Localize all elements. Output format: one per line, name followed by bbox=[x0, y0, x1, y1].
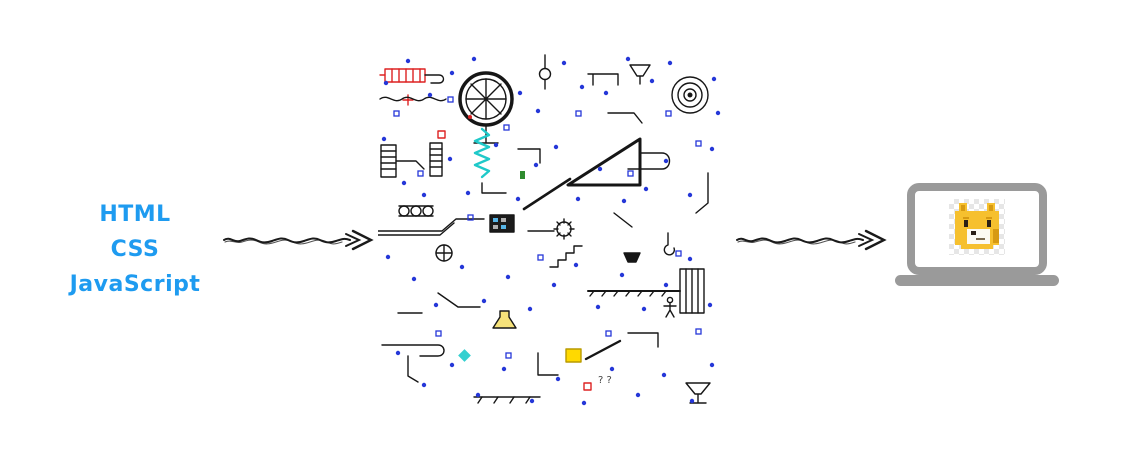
arrow-right-icon bbox=[735, 227, 887, 251]
input-label-html: HTML bbox=[99, 202, 171, 227]
blue-node-squares bbox=[393, 96, 702, 359]
transparency-checkerboard bbox=[949, 199, 1005, 255]
rube-goldberg-machine-svg: ? ? bbox=[378, 54, 721, 406]
squiggly-arrow-svg bbox=[223, 229, 374, 251]
doge-pixel-art-icon bbox=[955, 203, 999, 249]
blue-junction-dots bbox=[381, 56, 721, 406]
squiggly-arrow-svg bbox=[736, 229, 887, 251]
input-tech-list: HTML CSS JavaScript bbox=[40, 197, 230, 302]
input-label-css: CSS bbox=[110, 237, 160, 262]
arrow-right-icon bbox=[222, 227, 374, 251]
laptop-output bbox=[893, 183, 1061, 287]
question-marks-label: ? ? bbox=[598, 375, 612, 386]
input-label-javascript: JavaScript bbox=[69, 272, 201, 297]
rube-goldberg-machine-illustration: ? ? bbox=[378, 53, 726, 411]
